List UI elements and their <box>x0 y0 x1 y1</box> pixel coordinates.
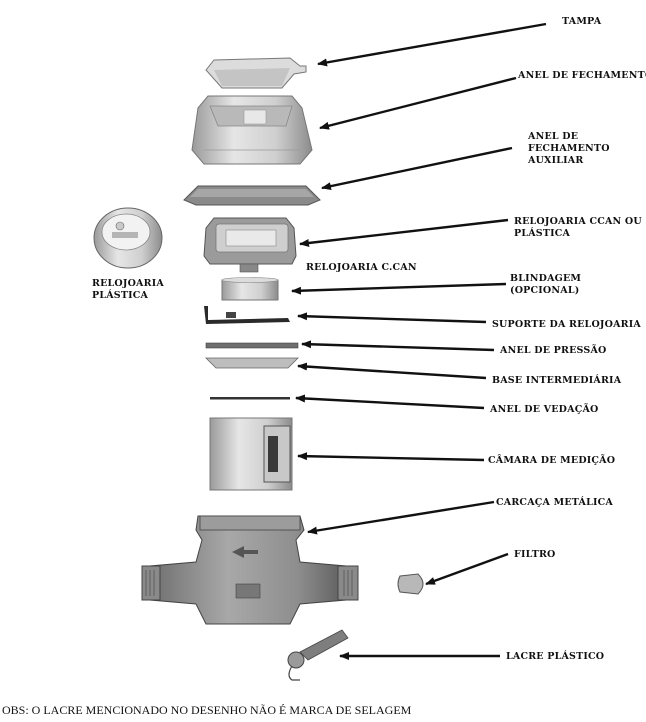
arrow-base-intermediaria <box>297 362 487 380</box>
label-camara-medicao: CÂMARA DE MEDIÇÃO <box>488 455 616 466</box>
carcaca-part <box>141 515 359 625</box>
arrow-suporte <box>297 312 487 324</box>
arrow-anel-auxiliar <box>321 146 513 191</box>
filtro-part <box>397 573 424 595</box>
relojoaria-ccan-part <box>203 217 297 273</box>
label-relojoaria-plastica-line1: RELOJOARIA <box>92 278 164 289</box>
label-suporte: SUPORTE DA RELOJOARIA <box>492 319 641 330</box>
label-anel-auxiliar-line2: FECHAMENTO <box>528 143 610 154</box>
label-carcaca: CARCAÇA METÁLICA <box>496 497 613 508</box>
arrow-carcaca <box>307 500 495 535</box>
label-relojoaria-ccan-line1: RELOJOARIA CCAN OU <box>514 216 642 227</box>
label-relojoaria-ccan-line2: PLÁSTICA <box>514 228 571 239</box>
arrow-filtro <box>425 552 509 586</box>
label-anel-auxiliar-line1: ANEL DE <box>528 131 579 142</box>
label-lacre: LACRE PLÁSTICO <box>506 651 605 662</box>
label-blindagem-line2: (OPCIONAL) <box>510 285 580 296</box>
label-anel-pressao: ANEL DE PRESSÃO <box>500 345 607 356</box>
label-relojoaria-plastica-line2: PLÁSTICA <box>92 290 149 301</box>
arrow-relojoaria-ccan <box>299 218 509 247</box>
label-relojoaria-ccan-side: RELOJOARIA C.CAN <box>306 262 417 273</box>
relojoaria-plastica-part <box>93 207 163 269</box>
anel-pressao-part <box>205 342 299 349</box>
suporte-part <box>204 306 290 324</box>
label-anel-vedacao: ANEL DE VEDAÇÃO <box>490 404 599 415</box>
anel-auxiliar-part <box>183 185 321 206</box>
arrow-blindagem <box>291 282 507 295</box>
arrow-camara-medicao <box>297 452 485 462</box>
tampa-part <box>205 57 307 89</box>
label-anel-fechamento: ANEL DE FECHAMENTO <box>518 70 646 81</box>
anel-fechamento-part <box>191 95 313 165</box>
label-filtro: FILTRO <box>514 549 556 560</box>
arrow-tampa <box>317 22 547 67</box>
base-intermediaria-part <box>205 357 299 369</box>
lacre-part <box>287 629 349 681</box>
camara-medicao-part <box>209 417 293 491</box>
footnote-obs: OBS: O LACRE MENCIONADO NO DESENHO NÃO É… <box>2 703 412 717</box>
arrow-anel-vedacao <box>295 394 485 410</box>
pointer-arrows <box>291 22 547 660</box>
anel-vedacao-part <box>210 397 290 400</box>
label-base-intermediaria: BASE INTERMEDIÁRIA <box>492 375 622 386</box>
blindagem-part <box>221 277 279 301</box>
label-blindagem-line1: BLINDAGEM <box>510 273 582 284</box>
label-anel-auxiliar-line3: AUXILIAR <box>528 155 584 166</box>
arrow-anel-fechamento <box>319 76 517 130</box>
arrow-anel-pressao <box>301 340 495 352</box>
label-tampa: TAMPA <box>562 16 602 27</box>
